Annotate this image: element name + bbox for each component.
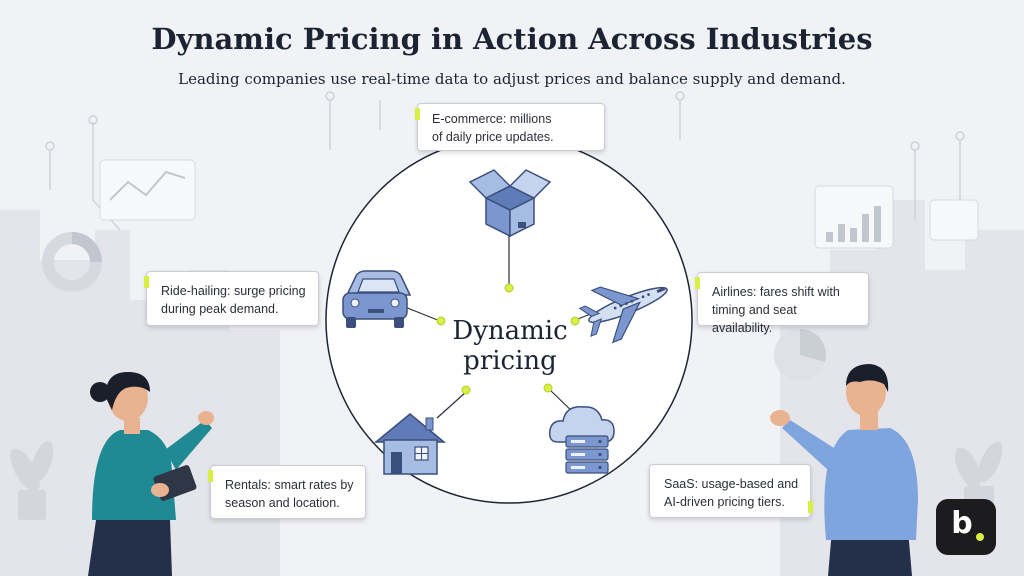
- callout-accent: [208, 470, 213, 482]
- callout-ride-hailing-line2: during peak demand.: [161, 302, 279, 316]
- node-dot-rentals: [461, 385, 471, 395]
- node-dot-ecommerce: [504, 283, 514, 293]
- node-dot-saas: [543, 383, 553, 393]
- callout-ride-hailing: Ride-hailing: surge pricing during peak …: [144, 271, 319, 326]
- callout-rentals-line2: season and location.: [225, 496, 340, 510]
- connector-ride-hailing: [404, 306, 441, 322]
- brand-logo: b: [936, 499, 996, 555]
- callout-saas: SaaS: usage-based and AI-driven pricing …: [649, 464, 813, 518]
- callout-accent: [695, 277, 700, 289]
- callout-ecommerce-line2: of daily price updates.: [432, 130, 554, 144]
- brand-logo-letter: b: [951, 506, 973, 541]
- callout-accent: [808, 501, 813, 513]
- callout-accent: [415, 108, 420, 120]
- callout-airlines-line1: Airlines: fares shift with: [712, 285, 840, 299]
- open-box-icon: [468, 169, 552, 238]
- callout-ecommerce-line1: E-commerce: millions: [432, 112, 552, 126]
- callout-rentals-line1: Rentals: smart rates by: [225, 478, 354, 492]
- page-title: Dynamic Pricing in Action Across Industr…: [151, 22, 873, 56]
- car-icon: [342, 270, 412, 328]
- callout-ecommerce: E-commerce: millions of daily price upda…: [415, 103, 605, 151]
- center-label-line2: pricing: [463, 346, 557, 376]
- airplane-icon: [578, 286, 668, 344]
- callout-airlines: Airlines: fares shift with timing and se…: [695, 272, 869, 335]
- center-label: Dynamic pricing: [440, 316, 580, 376]
- node-dot-airlines: [570, 316, 580, 326]
- connector-rentals: [436, 391, 467, 419]
- callout-accent: [144, 276, 149, 288]
- callout-saas-line2: AI-driven pricing tiers.: [664, 495, 785, 509]
- center-label-line1: Dynamic: [452, 316, 568, 346]
- node-dot-ride-hailing: [436, 316, 446, 326]
- callout-rentals: Rentals: smart rates by season and locat…: [208, 465, 366, 519]
- brand-logo-dot: [976, 533, 984, 541]
- house-icon: [373, 413, 447, 475]
- page-subtitle: Leading companies use real-time data to …: [178, 70, 846, 88]
- cloud-server-icon: [548, 406, 615, 474]
- callout-ride-hailing-line1: Ride-hailing: surge pricing: [161, 284, 306, 298]
- callout-airlines-line2: timing and seat availability.: [712, 303, 797, 335]
- callout-saas-line1: SaaS: usage-based and: [664, 477, 799, 491]
